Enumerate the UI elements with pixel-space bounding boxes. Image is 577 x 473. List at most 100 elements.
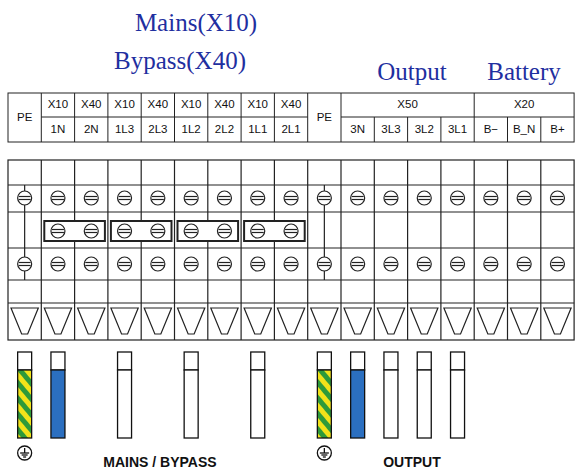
wire-entry — [344, 308, 371, 334]
line-stroke — [321, 454, 327, 455]
line-stroke — [152, 229, 164, 230]
terminal-screw — [118, 191, 132, 205]
line-stroke — [8, 211, 574, 212]
line-stroke — [19, 265, 31, 266]
line-stroke — [324, 448, 325, 453]
terminal-screw — [18, 257, 32, 271]
terminal-screw — [151, 191, 165, 205]
line-stroke — [418, 265, 430, 266]
wire — [317, 370, 331, 438]
wire-tip — [18, 352, 32, 370]
line-stroke — [418, 196, 430, 197]
wire-entry — [244, 308, 271, 334]
wire-tip — [317, 352, 331, 370]
connector-id: X10 — [248, 99, 268, 111]
terminal-screw — [217, 224, 231, 238]
line-stroke — [119, 265, 131, 266]
line-stroke — [107, 160, 108, 340]
line-stroke — [374, 160, 375, 340]
jumper-bar — [111, 221, 172, 241]
section-title: Bypass(X40) — [114, 48, 246, 73]
section-title: Output — [377, 59, 446, 84]
line-stroke — [418, 199, 430, 200]
line-stroke — [207, 160, 208, 340]
line-stroke — [52, 229, 64, 230]
section-title: Battery — [487, 59, 561, 84]
wire-entry — [44, 308, 71, 334]
line-stroke — [152, 196, 164, 197]
terminal-label: 2L2 — [215, 124, 234, 136]
wire-entry — [444, 308, 471, 334]
terminal-label: 3L3 — [381, 124, 400, 136]
terminal-block — [8, 160, 574, 340]
wire-entry — [477, 308, 504, 334]
terminal-screw — [484, 257, 498, 271]
line-stroke — [285, 199, 297, 200]
line-stroke — [152, 232, 164, 233]
terminal-screw — [118, 224, 132, 238]
jumper-bar — [244, 221, 305, 241]
connector-id: X10 — [48, 99, 68, 111]
connector-id: X10 — [114, 99, 134, 111]
line-stroke — [485, 262, 497, 263]
line-stroke — [318, 196, 330, 197]
terminal-label: 2L3 — [148, 124, 167, 136]
terminal-screw — [384, 191, 398, 205]
line-stroke — [252, 262, 264, 263]
line-stroke — [452, 196, 464, 197]
line-stroke — [440, 160, 441, 340]
line-stroke — [352, 265, 364, 266]
terminal-screw — [18, 191, 32, 205]
terminal-screw — [317, 257, 331, 271]
terminal-label: 3L1 — [448, 124, 467, 136]
line-stroke — [318, 262, 330, 263]
wire-tip — [417, 352, 431, 370]
line-stroke — [318, 199, 330, 200]
line-stroke — [285, 229, 297, 230]
terminal-screw — [517, 191, 531, 205]
line-stroke — [385, 199, 397, 200]
terminal-screw — [84, 191, 98, 205]
line-stroke — [41, 117, 307, 118]
terminal-label: 1L3 — [115, 124, 134, 136]
section-title: Mains(X10) — [135, 10, 257, 35]
line-stroke — [52, 196, 64, 197]
terminal-screw — [251, 257, 265, 271]
line-stroke — [252, 199, 264, 200]
line-stroke — [518, 199, 530, 200]
line-stroke — [551, 196, 563, 197]
terminal-label: PE — [317, 112, 332, 124]
terminal-screw — [151, 257, 165, 271]
terminal-label: PE — [17, 112, 32, 124]
line-stroke — [540, 160, 541, 340]
line-stroke — [320, 452, 329, 453]
terminal-screw — [251, 191, 265, 205]
line-stroke — [407, 117, 408, 142]
line-stroke — [52, 232, 64, 233]
line-stroke — [52, 262, 64, 263]
terminal-screw — [184, 224, 198, 238]
line-stroke — [307, 160, 308, 340]
line-stroke — [185, 229, 197, 230]
line-stroke — [385, 265, 397, 266]
line-stroke — [485, 196, 497, 197]
wire — [351, 370, 365, 438]
terminal-label: B_N — [513, 124, 535, 136]
line-stroke — [218, 262, 230, 263]
wire — [451, 370, 465, 438]
line-stroke — [285, 196, 297, 197]
line-stroke — [23, 456, 26, 457]
terminal-screw — [51, 257, 65, 271]
wire-entry — [178, 308, 205, 334]
terminal-screw — [184, 257, 198, 271]
ground-symbol — [18, 446, 32, 460]
wire-entry — [544, 308, 571, 334]
line-stroke — [285, 265, 297, 266]
wire-entry — [311, 308, 338, 334]
terminal-label: 2L1 — [281, 124, 300, 136]
terminal-screw — [118, 257, 132, 271]
terminal-screw — [184, 191, 198, 205]
line-stroke — [252, 196, 264, 197]
line-stroke — [85, 232, 97, 233]
terminal-screw — [417, 257, 431, 271]
